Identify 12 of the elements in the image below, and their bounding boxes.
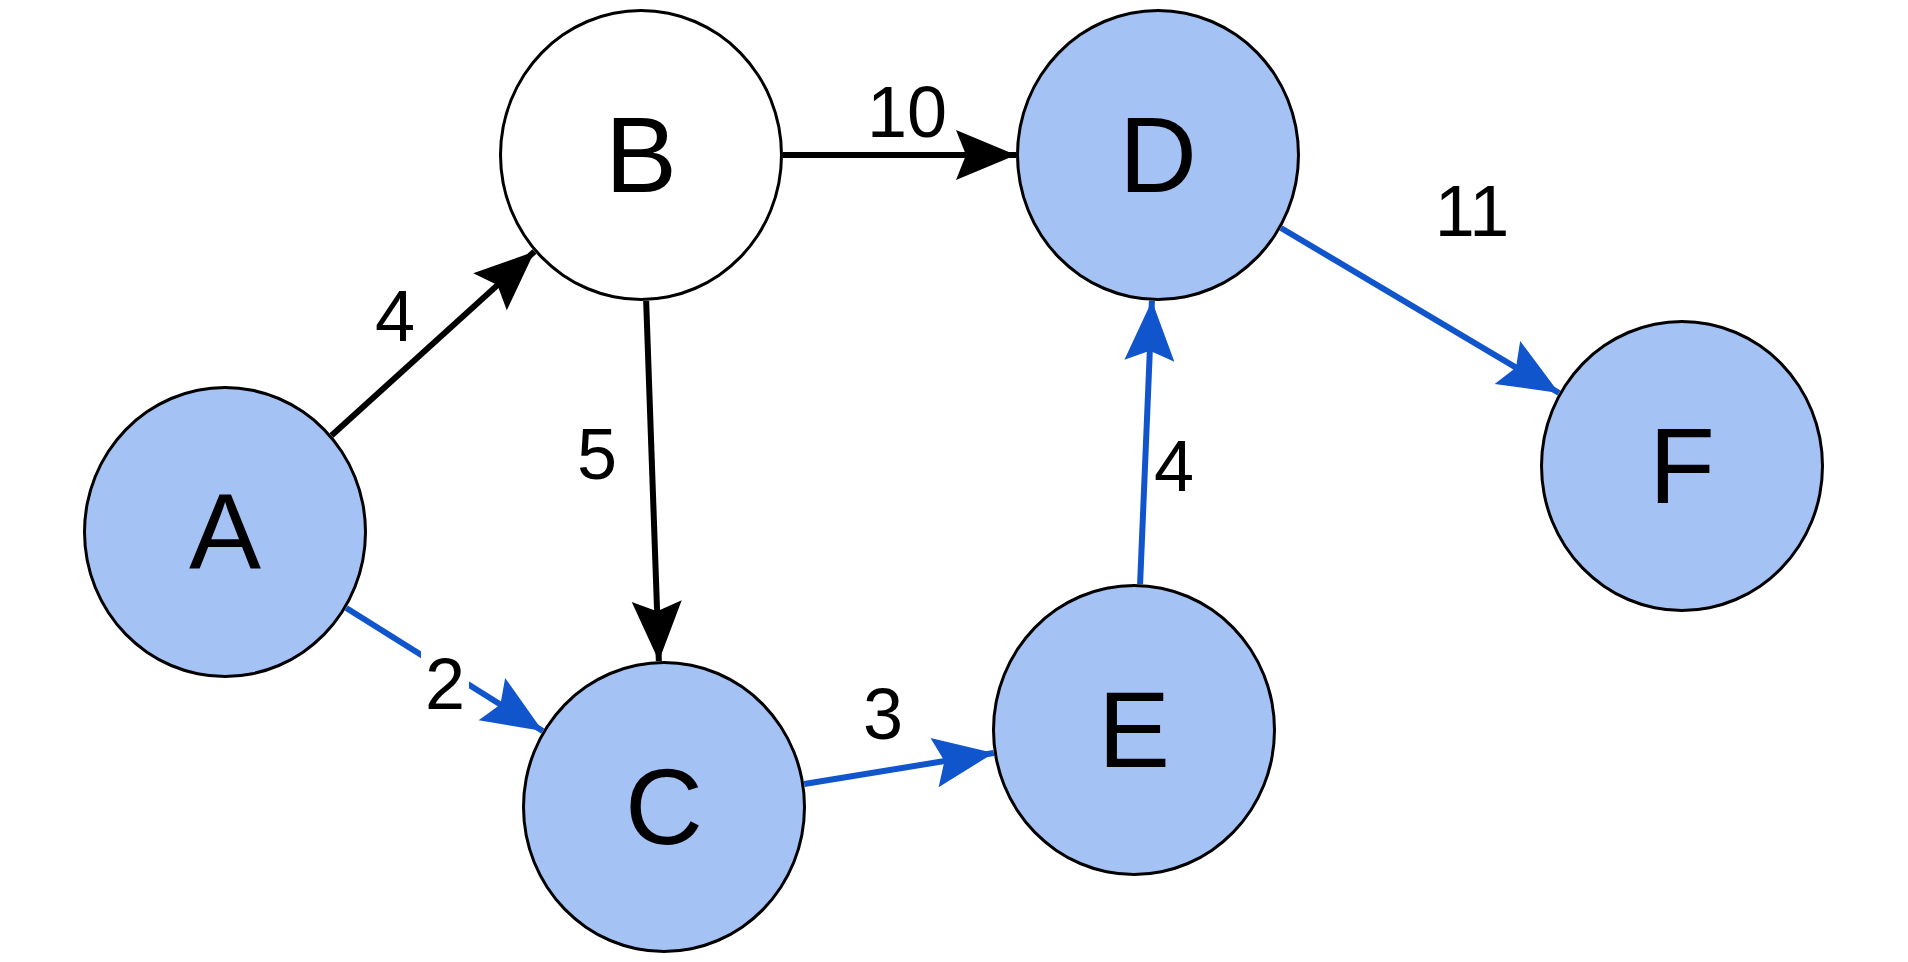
arrow: [783, 130, 1016, 180]
node-label: A: [188, 478, 261, 586]
arrow: [329, 249, 537, 438]
arrow: [631, 300, 682, 662]
node-label: E: [1097, 676, 1170, 784]
arrow: [1124, 300, 1175, 585]
node-label: B: [604, 101, 677, 209]
node-label: D: [1119, 101, 1197, 209]
arrow: [1279, 225, 1561, 396]
node-label: F: [1649, 412, 1715, 520]
arrow: [803, 738, 995, 788]
node-label: C: [625, 753, 703, 861]
